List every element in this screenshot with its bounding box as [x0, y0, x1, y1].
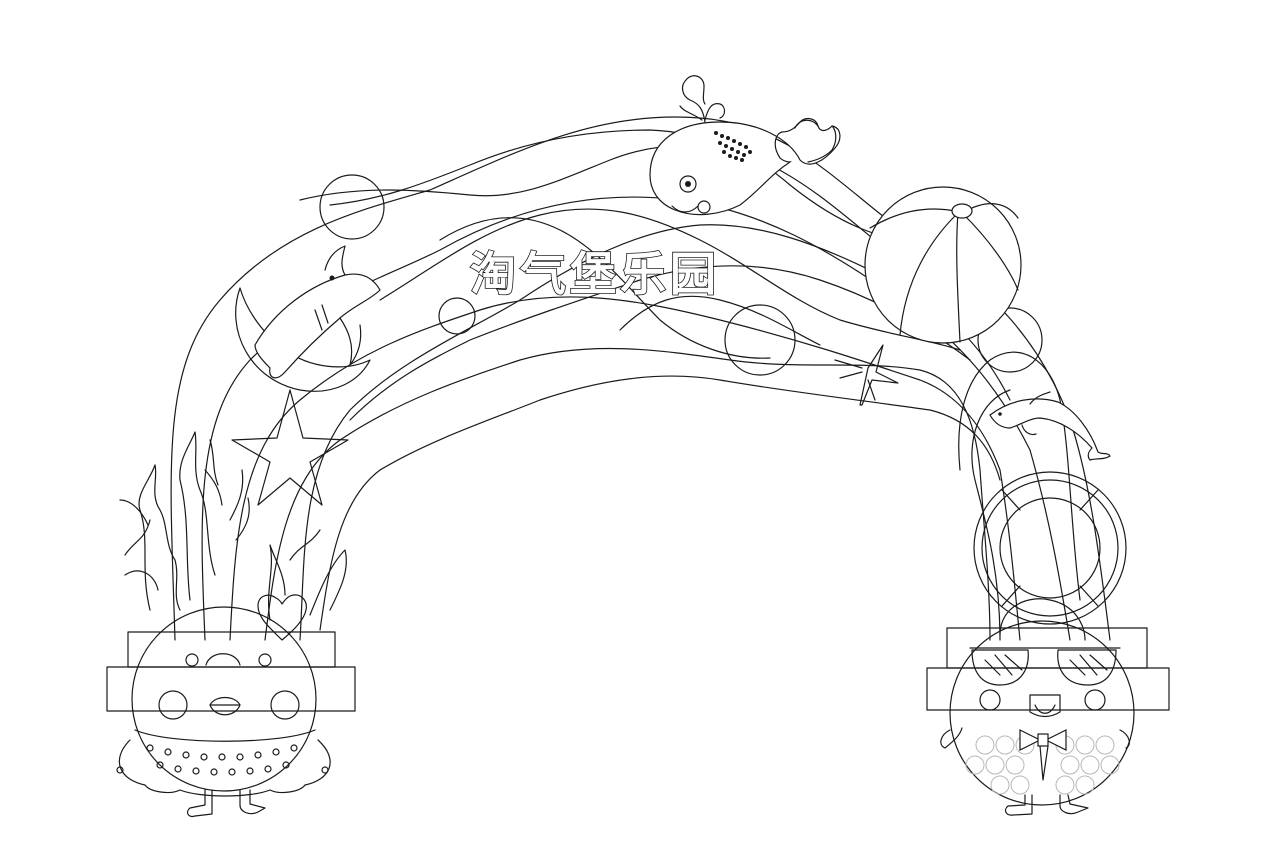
- starfish-icon: [834, 344, 899, 406]
- bubble-icon: [724, 304, 796, 376]
- girl-mascot-icon: [116, 606, 331, 817]
- seaweed-icon: [119, 431, 347, 621]
- life-ring-icon: [973, 471, 1127, 625]
- whale-dots: [714, 131, 752, 162]
- bubble-icon: [319, 174, 385, 240]
- right-pillar-base: [926, 627, 1170, 711]
- shirt-circles: [965, 735, 1120, 795]
- bubble-icon: [438, 297, 476, 335]
- shark-icon: [254, 245, 381, 379]
- sunglasses-icon: [969, 647, 1121, 686]
- heart-icon: [257, 594, 307, 641]
- arch-sign: 淘气堡乐园: [469, 246, 720, 302]
- beach-ball-icon: [864, 186, 1022, 344]
- dolphin-icon: [989, 391, 1111, 461]
- boy-mascot-icon: [940, 598, 1135, 816]
- sign-title: 淘气堡乐园: [470, 247, 720, 301]
- star-icon: [231, 389, 349, 506]
- bubble-icon: [977, 307, 1043, 373]
- whale-icon: [649, 75, 841, 216]
- arch-bands: [170, 116, 1111, 641]
- left-pillar-base: [106, 631, 356, 712]
- skirt-dots: [116, 744, 329, 776]
- bubbles: [319, 174, 1043, 376]
- bow-tie-icon: [1019, 729, 1067, 781]
